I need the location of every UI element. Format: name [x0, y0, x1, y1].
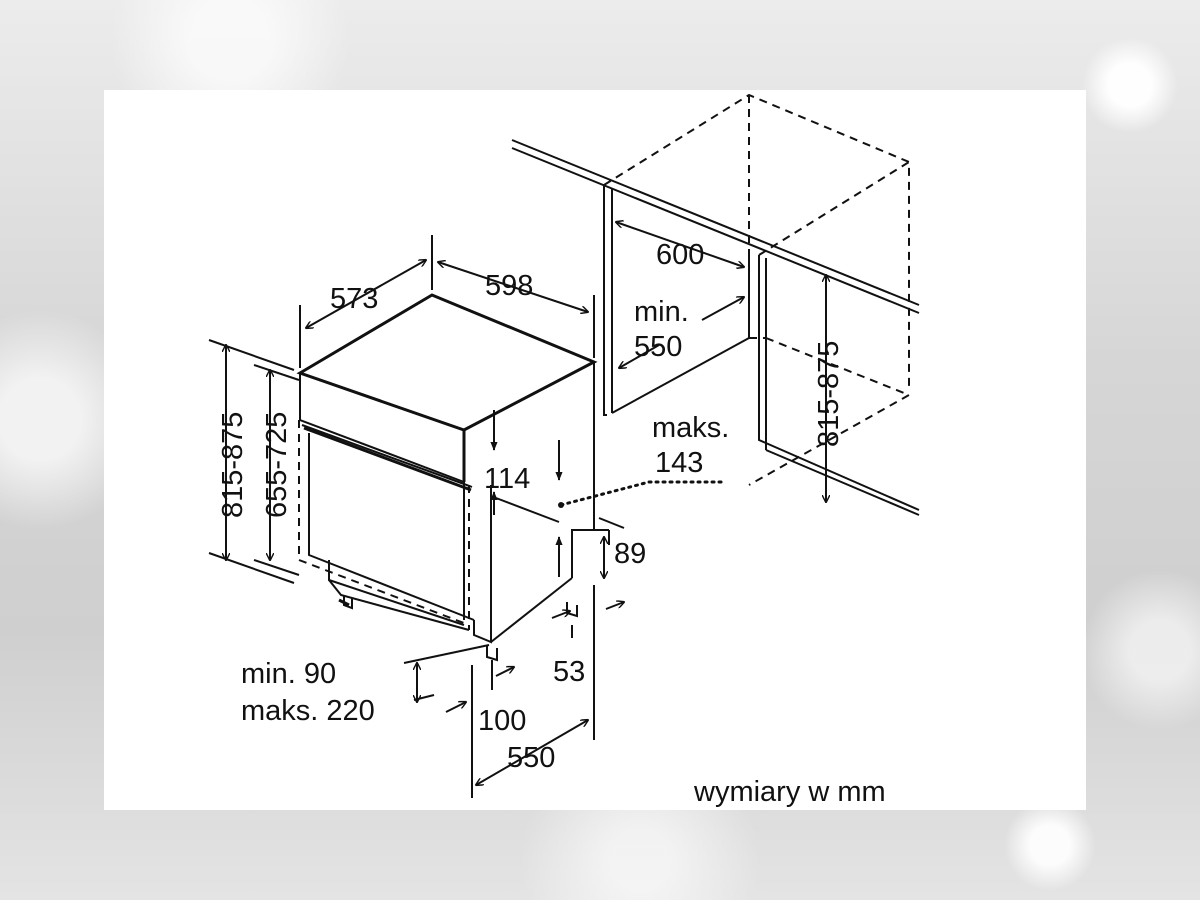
label-foot-offset: 53 — [553, 656, 585, 688]
diagram-panel: 573 598 600 min. 550 815-875 815-875 655… — [104, 90, 1086, 810]
dimension-lines — [208, 222, 826, 798]
label-panel-height: 114 — [484, 463, 530, 495]
label-height-body: 655-725 — [261, 412, 293, 518]
dishwasher-body — [296, 293, 610, 662]
label-width: 598 — [485, 270, 533, 302]
label-niche-depth-prefix: min. — [634, 296, 689, 328]
label-pipe-prefix: maks. — [652, 412, 729, 444]
label-plinth-prefix: min. 90 — [241, 658, 336, 690]
label-height-total: 815-875 — [217, 412, 249, 518]
units-note: wymiary w mm — [693, 776, 886, 808]
label-depth: 573 — [330, 283, 378, 315]
installation-diagram: 573 598 600 min. 550 815-875 815-875 655… — [208, 93, 920, 808]
label-niche-depth-value: 550 — [634, 331, 682, 363]
label-plinth-gap: 89 — [614, 538, 646, 570]
label-niche-width: 600 — [656, 239, 704, 271]
label-foot-front: 100 — [478, 705, 526, 737]
dimension-labels: 573 598 600 min. 550 815-875 815-875 655… — [217, 239, 886, 808]
label-plinth-value: maks. 220 — [241, 695, 375, 727]
label-pipe-value: 143 — [655, 447, 703, 479]
countertop-niche — [511, 93, 920, 516]
label-niche-height: 815-875 — [813, 341, 845, 447]
label-base-depth: 550 — [507, 742, 555, 774]
